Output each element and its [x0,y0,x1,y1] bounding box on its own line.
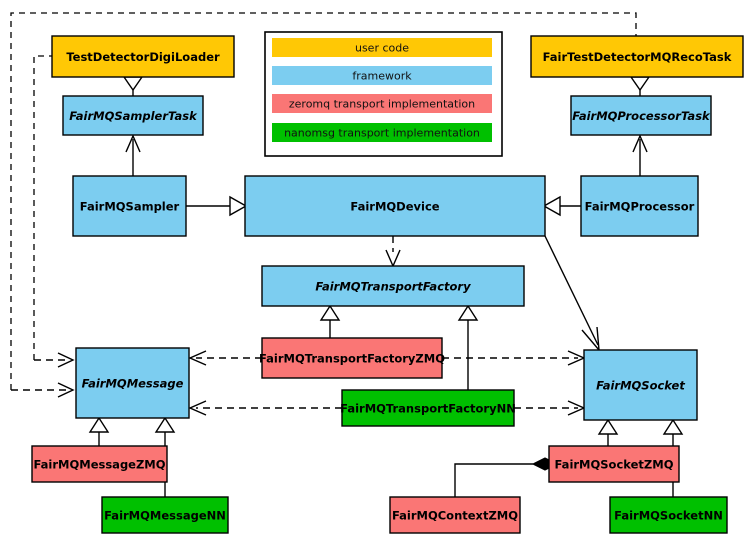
node-FairMQProcessor[interactable]: FairMQProcessor [580,175,699,237]
node-label: FairMQMessageZMQ [33,458,165,472]
hollow-arrowhead [229,195,248,217]
legend-item-zeromq: zeromq transport implementation [272,94,492,113]
legend-swatch [272,38,492,57]
node-FairMQTransportFactoryNN[interactable]: FairMQTransportFactoryNN [340,389,516,427]
node-FairMQSamplerTask[interactable]: FairMQSamplerTask [62,95,204,136]
node-label: FairMQSampler [80,200,180,214]
legend-swatch [272,123,492,142]
hollow-arrowhead [662,418,684,435]
open-arrowhead-message-lower [57,382,75,398]
node-FairMQMessage[interactable]: FairMQMessage [75,347,190,419]
node-TestDetectorDigiLoader[interactable]: TestDetectorDigiLoader [51,35,235,78]
node-FairMQContextZMQ[interactable]: FairMQContextZMQ [389,496,521,534]
node-label: FairMQSocketNN [614,509,723,523]
node-box[interactable] [75,347,190,419]
edge-tfzmq-to-message [188,350,262,366]
edge-tfnn-to-message [188,400,342,416]
hollow-arrowhead [154,416,176,433]
legend-label: nanomsg transport implementation [284,127,480,140]
legend-item-nanomsg: nanomsg transport implementation [272,123,492,142]
node-box[interactable] [261,265,525,307]
open-arrowhead-message-upper [57,352,75,368]
color-legend: user code framework zeromq transport imp… [264,31,503,157]
outer-dashed-path [10,12,637,390]
legend-label: framework [352,70,412,83]
edge-sampler-to-samplertask [125,134,141,176]
node-box[interactable] [580,175,699,237]
edge-messagezmq-to-message [88,416,110,446]
edge-socketzmq-to-socket [597,418,619,446]
node-label: FairMQTransportFactory [315,280,471,294]
node-label: FairMQProcessorTask [572,109,711,123]
legend-swatch [272,66,492,85]
hollow-arrowhead [597,418,619,435]
hollow-arrowhead [319,304,341,321]
open-arrowhead-message-from-tfnn [188,400,207,416]
inner-dashed-path [33,55,52,360]
node-FairMQMessageNN[interactable]: FairMQMessageNN [101,496,229,534]
node-label: FairMQMessage [82,377,184,391]
node-label: FairMQTransportFactoryZMQ [259,352,445,366]
node-FairMQTransportFactoryZMQ[interactable]: FairMQTransportFactoryZMQ [259,337,445,379]
node-box[interactable] [609,496,728,534]
edge-tfnn-to-tf [457,304,479,390]
open-arrowhead-processortask [632,134,648,153]
node-FairMQSocketZMQ[interactable]: FairMQSocketZMQ [548,445,680,483]
node-FairMQSocketNN[interactable]: FairMQSocketNN [609,496,728,534]
node-FairMQDevice[interactable]: FairMQDevice [244,175,546,237]
node-box[interactable] [261,337,443,379]
node-label: FairMQSamplerTask [69,109,198,123]
node-FairMQProcessorTask[interactable]: FairMQProcessorTask [570,95,712,136]
legend-item-framework: framework [272,66,492,85]
edge-processor-to-processortask [632,134,648,176]
node-label: FairMQDevice [350,200,439,214]
node-label: FairMQSocketZMQ [555,458,674,472]
node-label: TestDetectorDigiLoader [66,50,220,64]
node-FairMQTransportFactory[interactable]: FairMQTransportFactory [261,265,525,307]
legend-item-user-code: user code [272,38,492,57]
open-arrowhead-message-from-tfzmq [188,350,207,366]
node-box[interactable] [101,496,229,534]
open-arrowhead-samplertask [125,134,141,153]
node-label: FairMQProcessor [585,200,695,214]
node-FairMQSampler[interactable]: FairMQSampler [72,175,187,237]
edge-tfzmq-to-tf [319,304,341,338]
node-label: FairTestDetectorMQRecoTask [543,50,732,64]
node-box[interactable] [244,175,546,237]
node-box[interactable] [570,95,712,136]
hollow-arrowhead [88,416,110,433]
node-box[interactable] [62,95,204,136]
node-FairMQMessageZMQ[interactable]: FairMQMessageZMQ [31,445,168,483]
node-box[interactable] [389,496,521,534]
node-label: FairMQTransportFactoryNN [340,402,516,416]
node-FairMQSocket[interactable]: FairMQSocket [583,349,698,421]
node-box[interactable] [341,389,515,427]
hollow-arrowhead [457,304,479,321]
hollow-arrowhead [542,195,561,217]
node-label: FairMQContextZMQ [392,509,518,523]
node-label: FairMQMessageNN [104,509,226,523]
node-box[interactable] [72,175,187,237]
node-FairTestDetectorMQRecoTask[interactable]: FairTestDetectorMQRecoTask [530,35,744,78]
node-box[interactable] [530,35,744,78]
legend-swatch [272,94,492,113]
legend-label: user code [355,42,409,55]
node-label: FairMQSocket [596,379,685,393]
node-box[interactable] [51,35,235,78]
node-box[interactable] [548,445,680,483]
node-box[interactable] [31,445,168,483]
legend-label: zeromq transport implementation [289,98,475,111]
node-box[interactable] [583,349,698,421]
package-boundary-dashed-routing [10,12,637,398]
